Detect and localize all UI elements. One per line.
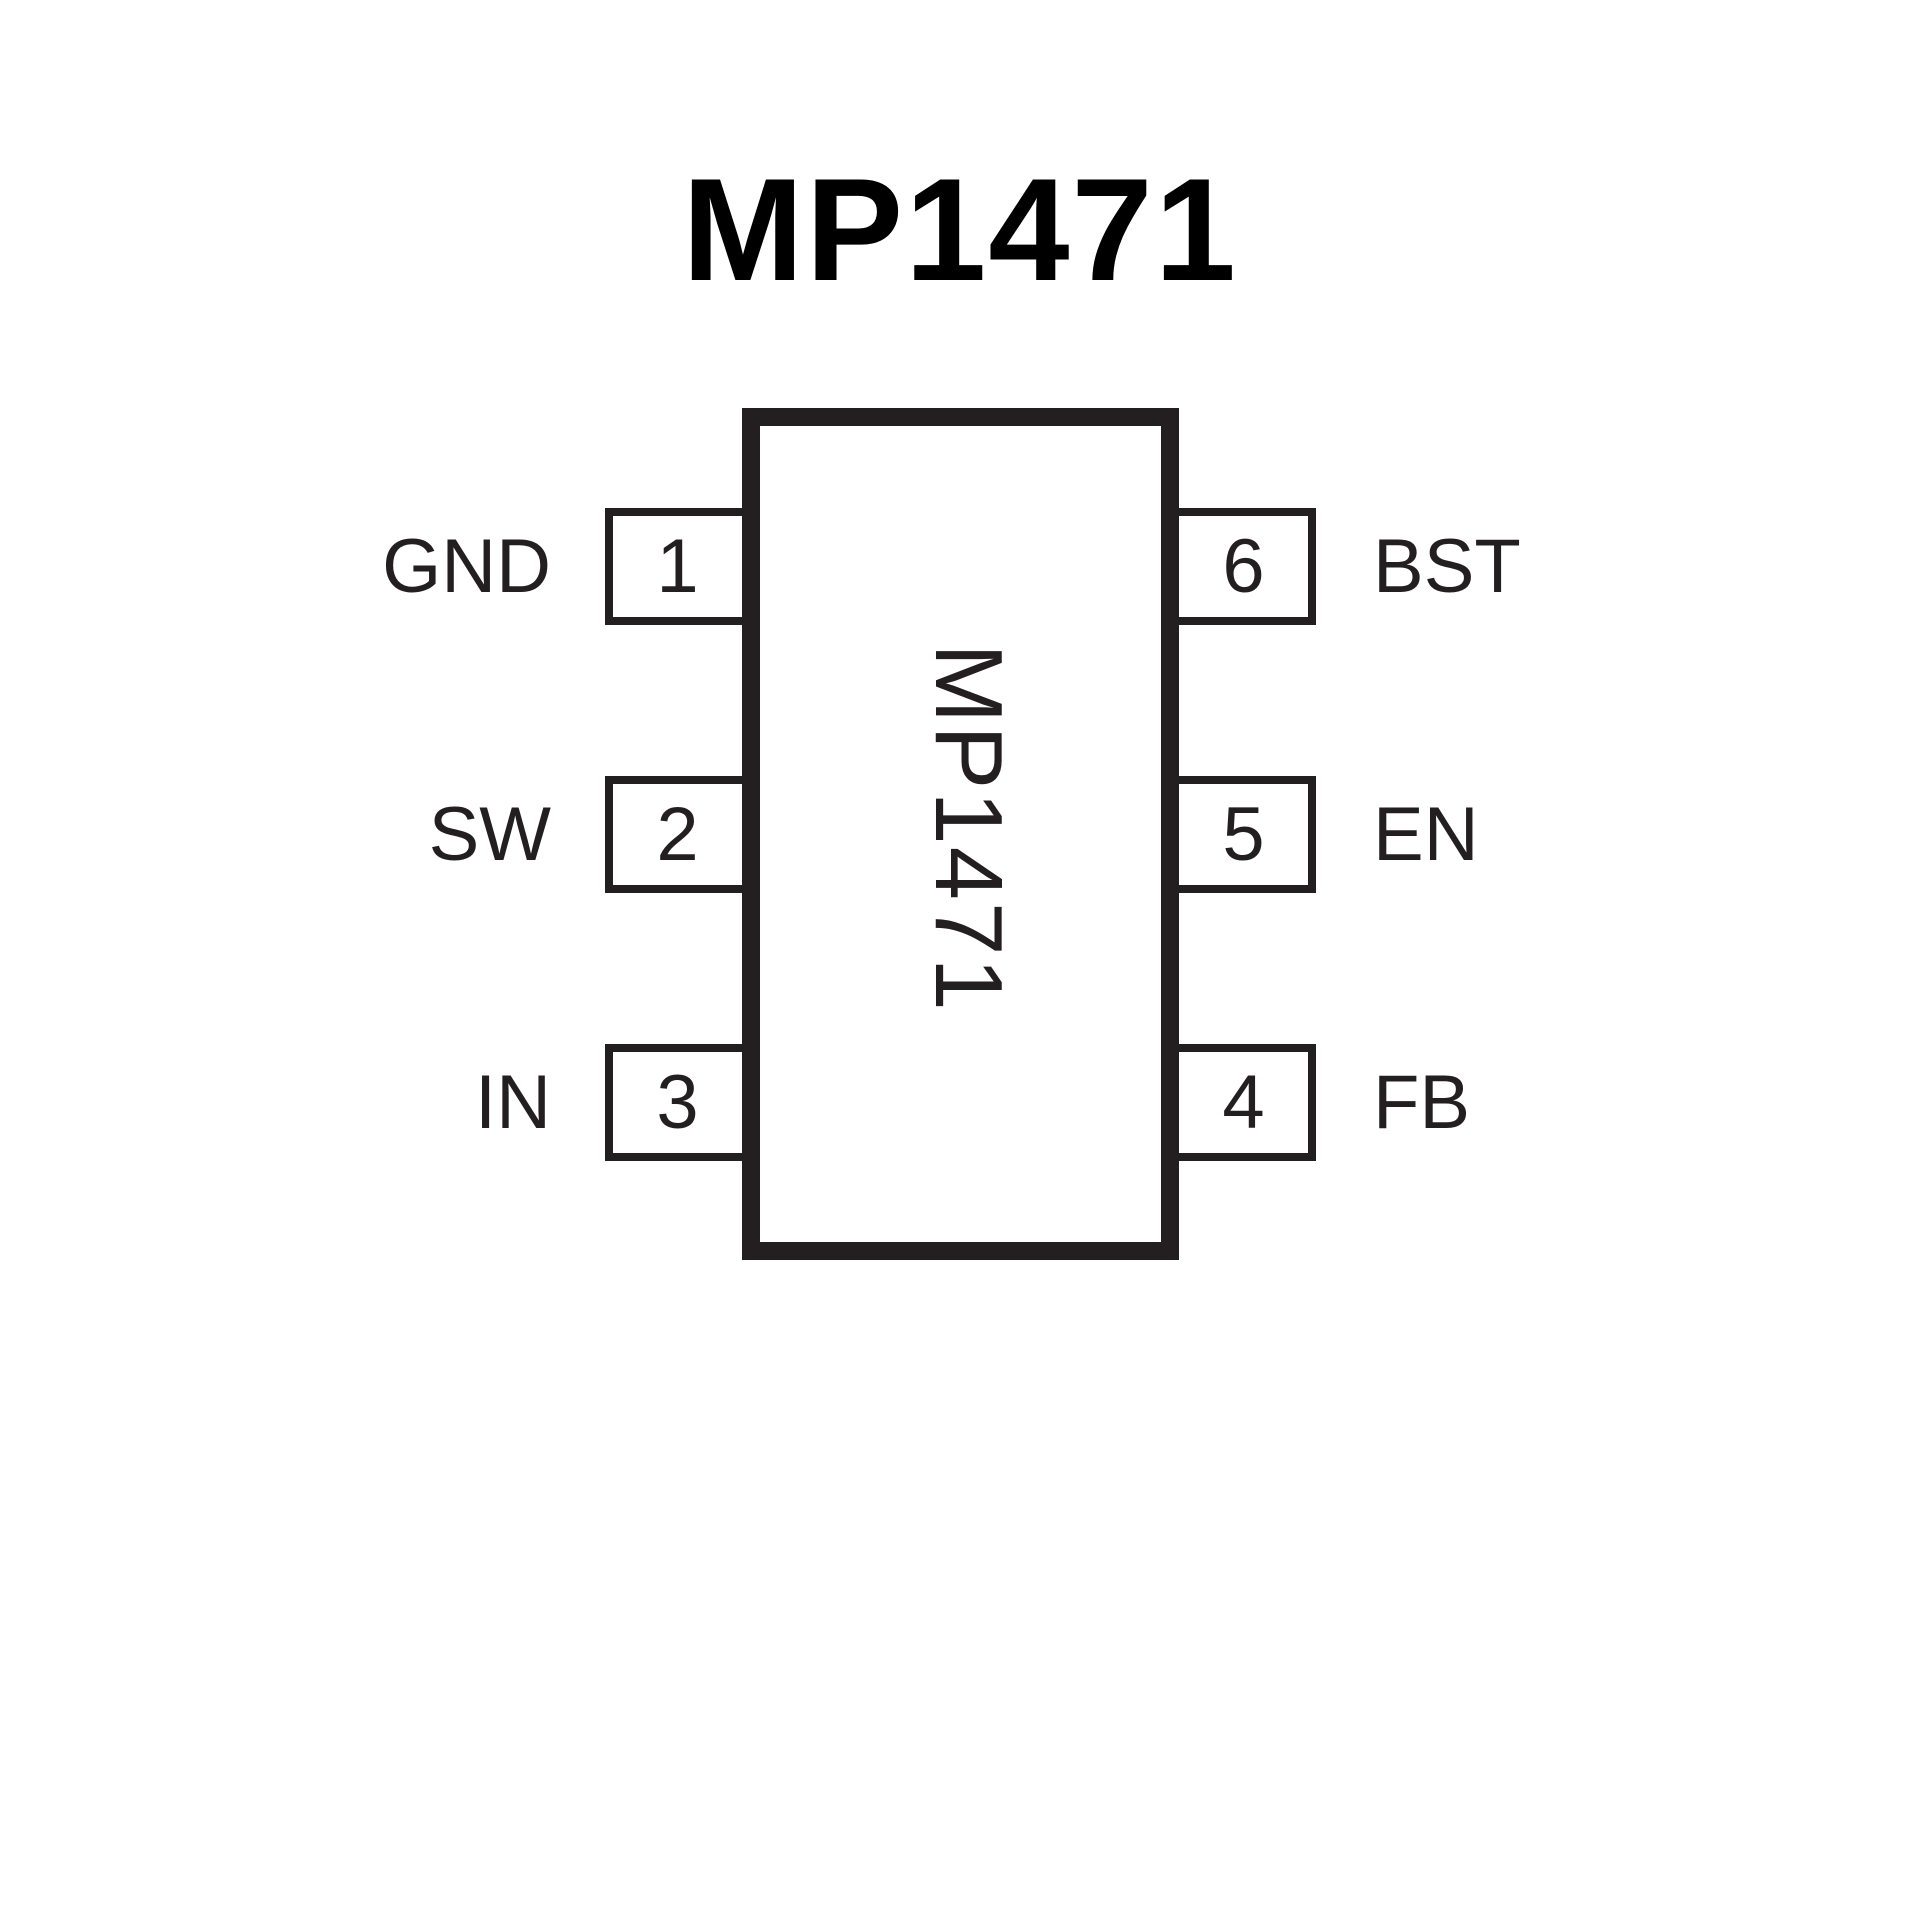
pin-number: 4 [1222,1060,1265,1145]
pin-3-box: 3 [605,1044,742,1161]
pin-4-box: 4 [1179,1044,1316,1161]
pin-5-box: 5 [1179,776,1316,893]
pin-number: 5 [1222,792,1265,877]
pin-5-label: EN [1373,792,1479,877]
pin-3-label: IN [475,1060,551,1145]
pin-1-box: 1 [605,508,742,625]
diagram-title: MP1471 [682,148,1238,311]
pin-number: 6 [1222,524,1265,609]
chip-body-label: MP1471 [915,643,1022,1013]
pin-number: 2 [656,792,699,877]
pin-2-label: SW [428,792,551,877]
pin-2-box: 2 [605,776,742,893]
pin-number: 1 [656,524,699,609]
pin-6-label: BST [1373,524,1521,609]
pin-6-box: 6 [1179,508,1316,625]
chip-body [742,408,1179,1260]
pin-1-label: GND [382,524,551,609]
pin-number: 3 [656,1060,699,1145]
pin-4-label: FB [1373,1060,1471,1145]
